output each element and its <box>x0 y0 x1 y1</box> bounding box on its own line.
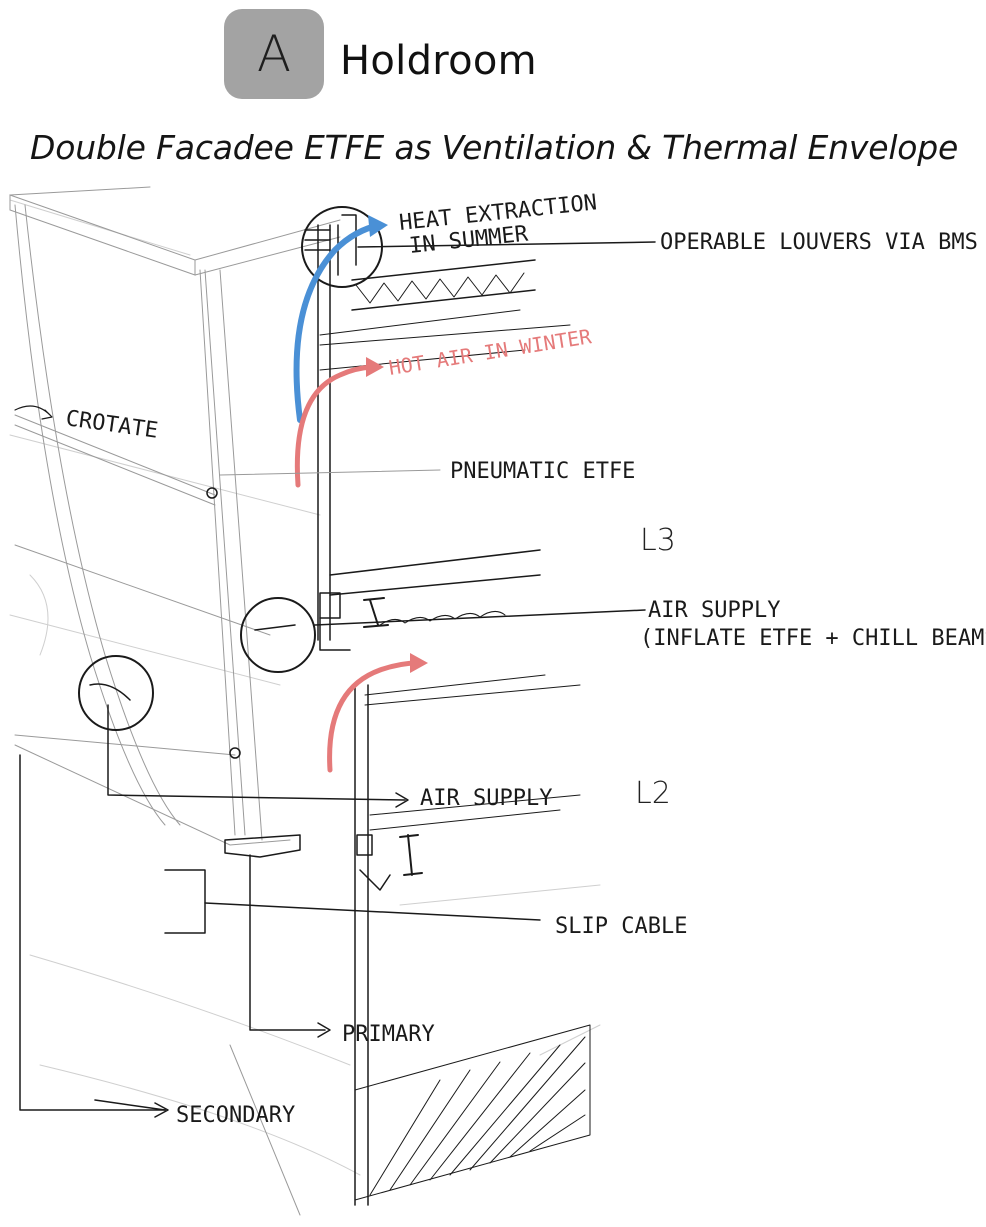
label-air-supply-lower: AIR SUPPLY <box>420 786 552 811</box>
diagram-subtitle: Double Facadee ETFE as Ventilation & The… <box>30 128 959 167</box>
section-letter: A <box>256 25 292 83</box>
inner-facade <box>317 224 369 1206</box>
leader-lines <box>19 241 656 1216</box>
connection-brackets <box>304 214 423 876</box>
winter-airflow-arrow-lower <box>327 653 428 773</box>
label-operable-louvers: OPERABLE LOUVERS VIA BMS <box>660 230 978 255</box>
etfe-outer-skin <box>14 204 263 841</box>
label-primary: PRIMARY <box>342 1022 435 1047</box>
label-level-l2: L2 <box>635 776 671 811</box>
section-title: Holdroom <box>340 38 537 84</box>
label-air-supply-upper: AIR SUPPLY <box>648 598 780 623</box>
section-badge: A <box>224 9 324 99</box>
horizontal-rods <box>14 414 271 759</box>
detail-circles <box>78 206 383 731</box>
label-inflate-etfe-chill-beams: (INFLATE ETFE + CHILL BEAMS) <box>640 626 986 651</box>
roof-slab <box>9 186 341 276</box>
label-level-l3: L3 <box>640 523 676 558</box>
lower-overhang-slab <box>14 744 301 858</box>
background-construction-lines <box>9 199 601 1176</box>
label-hot-air-in-winter: HOT AIR IN WINTER <box>387 324 594 380</box>
rotate-marker <box>14 405 53 420</box>
hatched-foundation <box>354 1024 591 1201</box>
winter-airflow-arrow-upper <box>294 357 384 488</box>
facade-section-sketch: HEAT EXTRACTION IN SUMMER OPERABLE LOUVE… <box>9 186 986 1216</box>
summer-airflow-arrow <box>293 215 388 423</box>
label-pneumatic-etfe: PNEUMATIC ETFE <box>450 459 635 484</box>
label-rotate: CROTATE <box>64 406 159 444</box>
floor-slabs <box>319 259 581 891</box>
label-secondary: SECONDARY <box>176 1103 295 1128</box>
label-slip-cable: SLIP CABLE <box>555 914 687 939</box>
